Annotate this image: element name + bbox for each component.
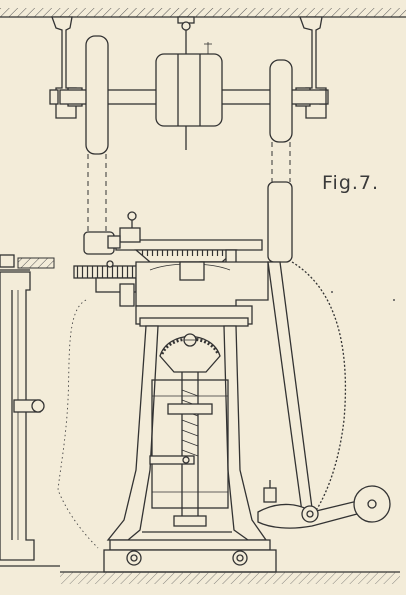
center-hanger bbox=[177, 16, 212, 54]
center-drum-pulley bbox=[155, 53, 223, 127]
right-belt-pulley bbox=[269, 59, 293, 143]
lever-arm bbox=[257, 261, 391, 529]
feed-screw bbox=[149, 372, 213, 527]
left-belt bbox=[87, 154, 107, 232]
left-partial-machine bbox=[0, 254, 60, 567]
main-column-frame bbox=[106, 305, 268, 541]
left-belt-pulley bbox=[85, 35, 109, 155]
machine-base bbox=[103, 531, 277, 573]
ceiling bbox=[0, 8, 406, 18]
figure-label: Fig.7. bbox=[322, 172, 380, 194]
floor bbox=[60, 571, 400, 584]
saw-table-outline bbox=[57, 299, 99, 549]
right-belt bbox=[267, 142, 293, 263]
bevel-gear-sector bbox=[159, 333, 221, 373]
bearing-housing bbox=[135, 261, 269, 307]
circular-saw-blade bbox=[291, 261, 347, 521]
